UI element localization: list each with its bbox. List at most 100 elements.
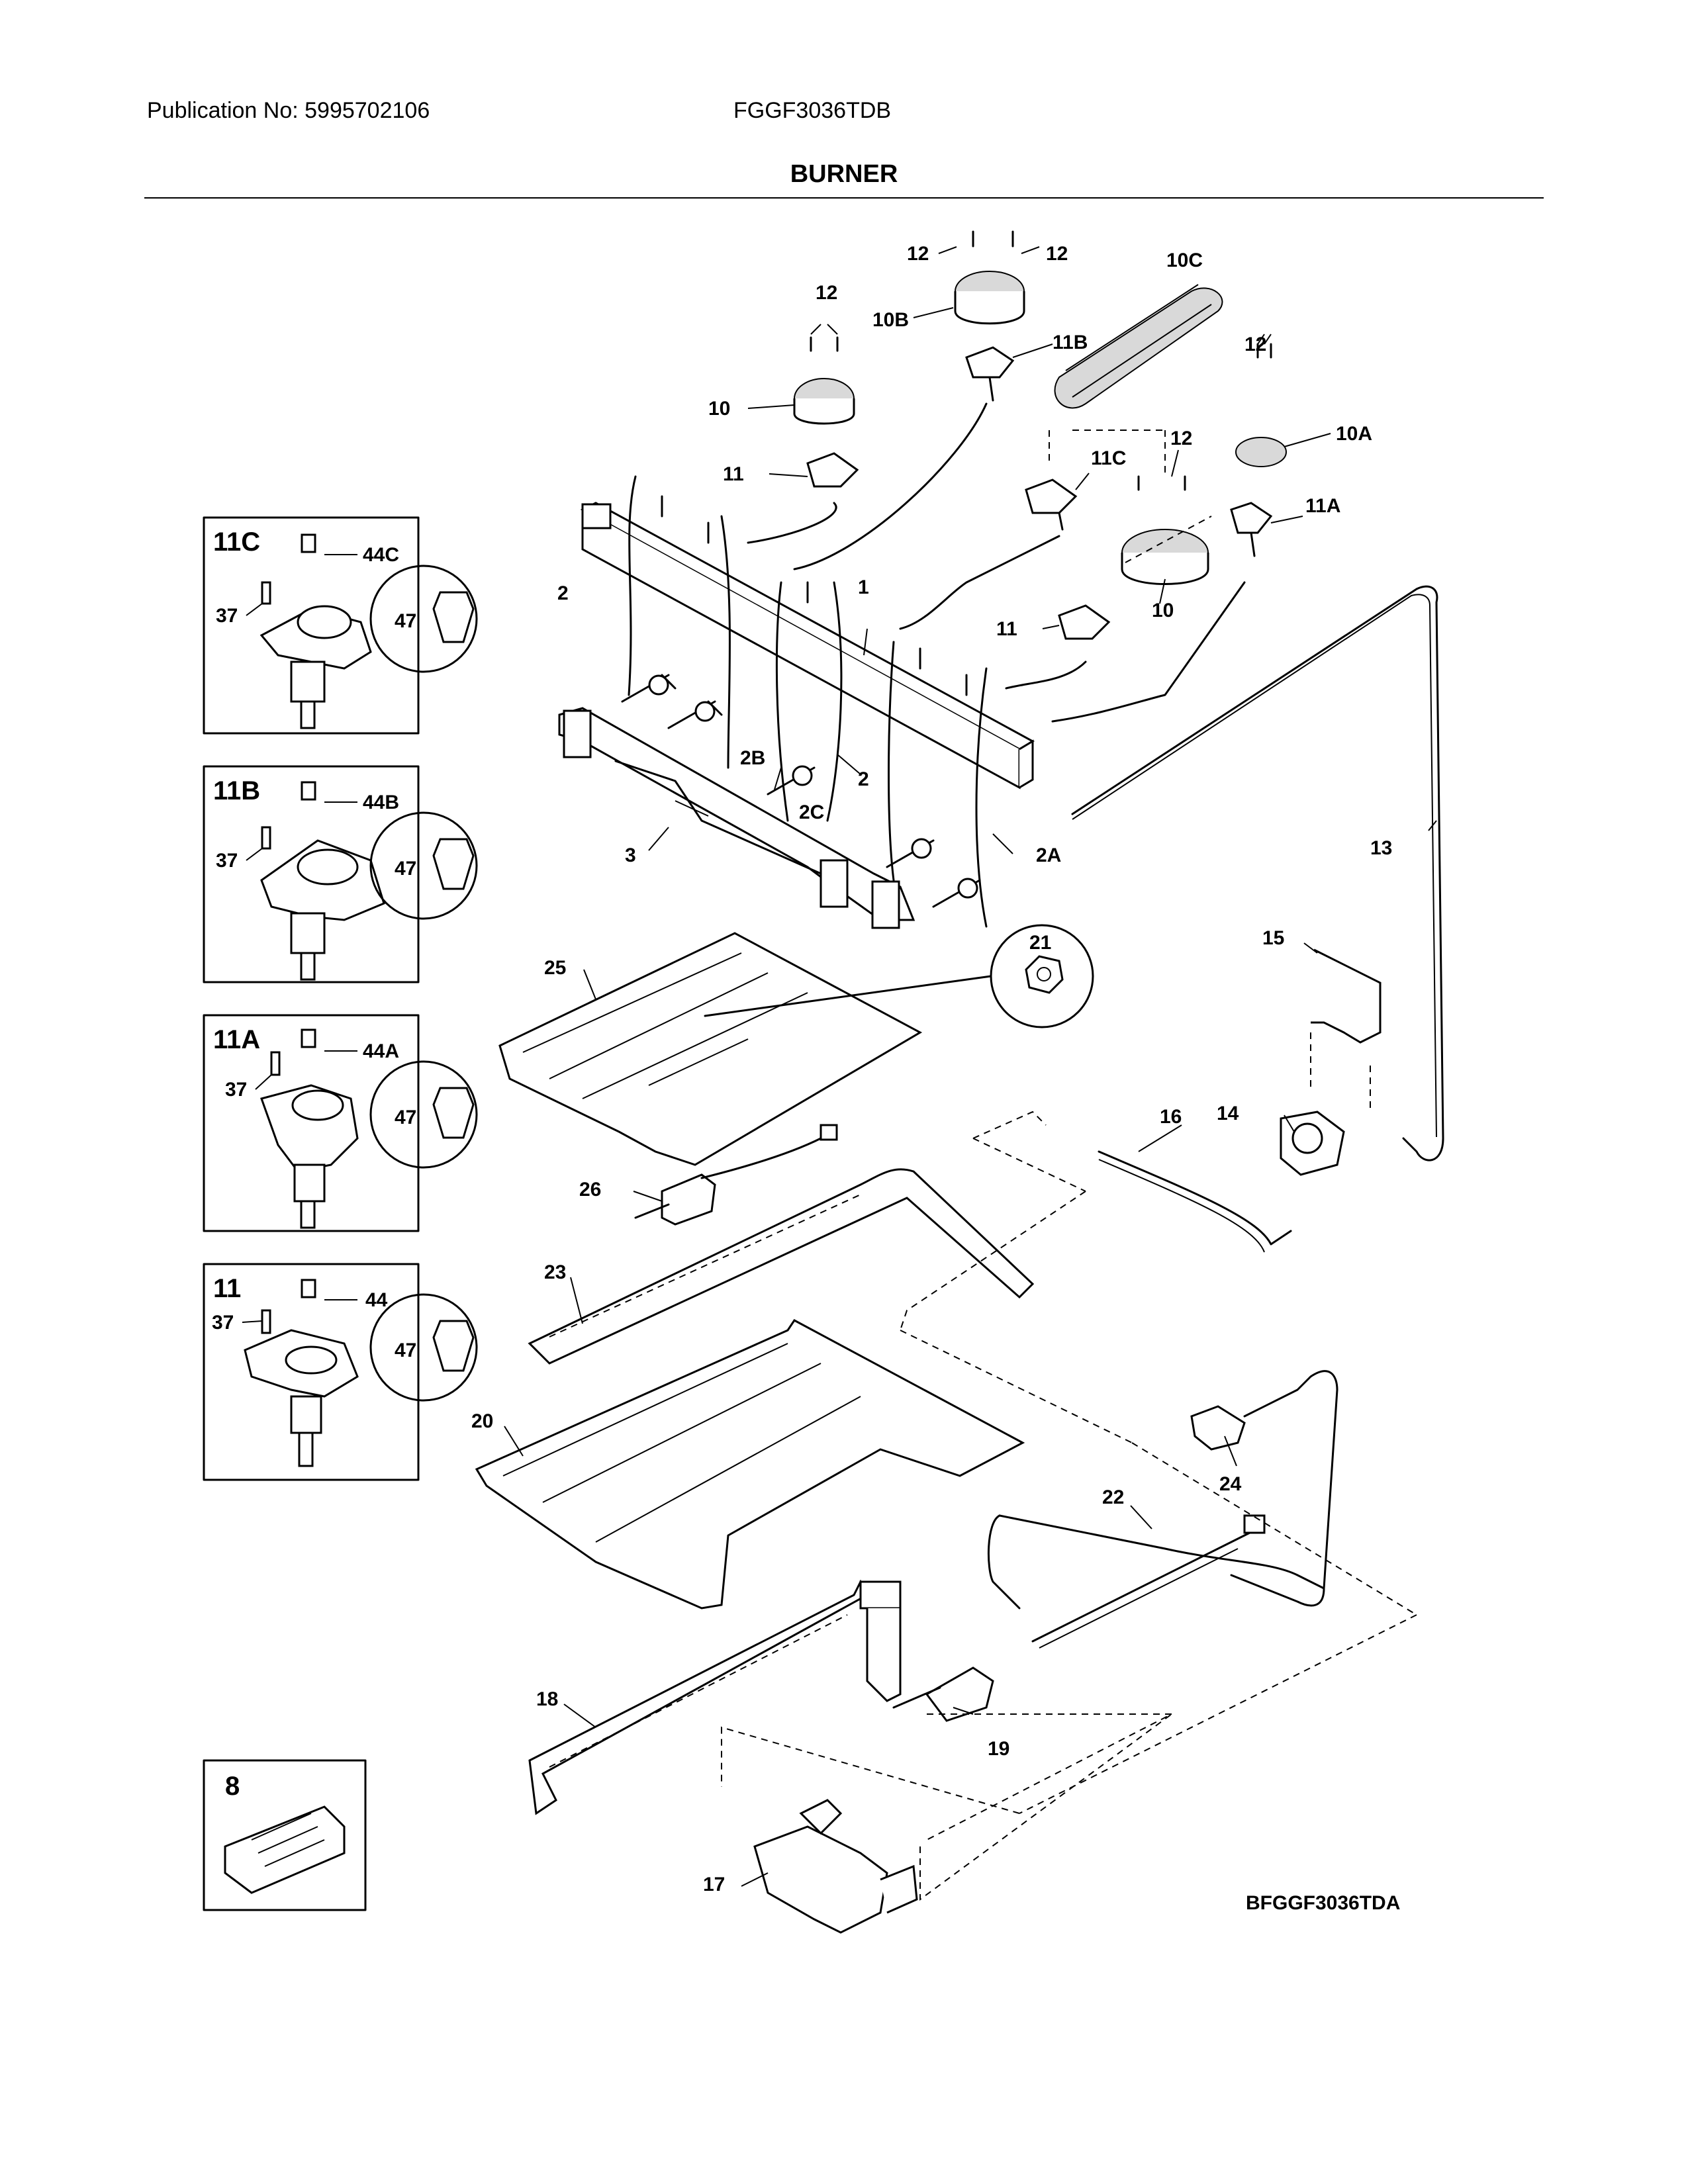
callout-1: 1 — [858, 576, 869, 598]
inset-11-cap-label: 47 — [395, 1340, 416, 1361]
inset-11a: 11A 44A 37 47 — [203, 1014, 478, 1232]
burner-tray-bracket — [558, 707, 915, 929]
callout-18: 18 — [536, 1688, 558, 1710]
inset-11b: 11B 44B 37 47 — [203, 765, 478, 983]
callout-11b: 11B — [1053, 332, 1088, 353]
burner-10 — [793, 378, 855, 425]
callout-11c: 11C — [1091, 447, 1126, 469]
orifice-24 — [1190, 1370, 1338, 1607]
callout-10c: 10C — [1166, 250, 1203, 271]
igniter-26 — [634, 1124, 838, 1226]
page-title: BURNER — [790, 160, 898, 188]
spark-module-icon — [224, 1805, 346, 1894]
inset-8-title: 8 — [225, 1772, 240, 1801]
bracket-2-left — [628, 475, 637, 696]
callout-26: 26 — [579, 1179, 601, 1201]
inset-11-title: 11 — [213, 1274, 241, 1303]
valve-group — [621, 674, 981, 908]
callout-20: 20 — [471, 1410, 493, 1432]
title-rule — [144, 197, 1544, 199]
valve-17 — [753, 1799, 918, 1934]
bracket-15 — [1311, 948, 1382, 1044]
inset-11b-cap-label: 47 — [395, 858, 416, 880]
callout-14: 14 — [1217, 1103, 1239, 1124]
orifice-11-lower — [1058, 604, 1111, 640]
inset-11a-pin-label: 37 — [225, 1079, 247, 1101]
pipe-16 — [1098, 1150, 1292, 1246]
callout-19: 19 — [988, 1738, 1009, 1760]
inset-11c-cap-circle — [369, 565, 478, 673]
burner-10c — [1054, 284, 1223, 409]
inset-8: 8 — [203, 1759, 367, 1911]
callout-leaders — [504, 246, 1437, 1887]
callout-labels: 12 12 12 10C 10B 11B 12 10 10A 12 11C 11… — [471, 243, 1400, 1914]
inset-11: 11 44 37 47 — [203, 1263, 478, 1481]
callout-3: 3 — [625, 844, 636, 866]
inset-11c-pin-label: 37 — [216, 605, 238, 627]
inset-11-screw-label: 44 — [365, 1289, 388, 1311]
bake-burner-23 — [528, 1168, 1035, 1365]
inset-11c-title: 11C — [213, 527, 260, 557]
heat-shield-25 — [498, 932, 923, 1166]
inset-11c-screw-label: 44C — [363, 544, 399, 566]
callout-11-b: 11 — [996, 618, 1017, 640]
callout-12-d: 12 — [1244, 334, 1266, 355]
broil-burner-18 — [528, 1579, 902, 1815]
publication-number: Publication No: 5995702106 — [147, 98, 430, 123]
nut-21-callout: 21 — [704, 924, 1094, 1028]
callout-25: 25 — [544, 957, 566, 979]
inset-11c: 11C 44C 37 47 — [203, 516, 478, 735]
orifice-11b — [965, 346, 1015, 402]
inset-11-pin-label: 37 — [212, 1312, 234, 1334]
orifice-11 — [806, 452, 859, 488]
bracket-2a — [975, 667, 988, 928]
callout-10a: 10A — [1336, 423, 1372, 445]
callout-11a: 11A — [1305, 495, 1340, 517]
burner-10a — [1235, 437, 1287, 467]
bracket-2-mid — [888, 641, 895, 882]
inset-11b-pin-label: 37 — [216, 850, 238, 872]
dashed-guides — [721, 430, 1417, 1901]
pipe-13 — [1071, 585, 1444, 1161]
regulator-14 — [1280, 1111, 1345, 1176]
callout-23: 23 — [544, 1261, 566, 1283]
bracket-2b — [720, 515, 731, 769]
bracket-2c — [775, 581, 789, 822]
callout-2b: 2B — [740, 747, 765, 769]
callout-22: 22 — [1102, 1486, 1124, 1508]
callout-2-a: 2 — [557, 582, 569, 604]
callout-16: 16 — [1160, 1106, 1182, 1128]
callout-12-e: 12 — [1170, 428, 1192, 449]
footer-code: BFGGF3036TDA — [1246, 1892, 1400, 1914]
callout-17: 17 — [703, 1874, 725, 1895]
callout-11-a: 11 — [723, 463, 744, 485]
inset-11a-screw-label: 44A — [363, 1040, 399, 1062]
callout-12-c: 12 — [816, 282, 837, 304]
screws — [661, 230, 1272, 696]
orifice-11a — [1230, 502, 1273, 557]
callout-10: 10 — [708, 398, 730, 420]
inset-11c-cap-label: 47 — [395, 610, 416, 632]
manifold-bar — [580, 502, 1035, 790]
callout-21: 21 — [1029, 932, 1051, 954]
model-number: FGGF3036TDB — [733, 98, 892, 123]
pipe-22 — [988, 1514, 1021, 1610]
callout-10b: 10B — [872, 309, 909, 331]
callout-12-b: 12 — [1046, 243, 1068, 265]
burner-10b — [954, 271, 1025, 325]
callout-2-b: 2 — [858, 768, 869, 790]
inset-11a-title: 11A — [213, 1025, 260, 1054]
callout-2a: 2A — [1036, 844, 1061, 866]
inset-11a-cap-label: 47 — [395, 1107, 416, 1128]
igniter-19 — [892, 1666, 994, 1722]
burner-10-small — [1121, 529, 1209, 585]
inset-11b-screw-label: 44B — [363, 792, 399, 813]
callout-2c: 2C — [799, 801, 824, 823]
inset-11b-title: 11B — [213, 776, 260, 805]
callout-12-a: 12 — [907, 243, 929, 265]
callout-24: 24 — [1219, 1473, 1242, 1495]
callout-15: 15 — [1262, 927, 1284, 949]
orifice-11c — [1025, 478, 1078, 531]
baffle-20 — [475, 1319, 1025, 1610]
